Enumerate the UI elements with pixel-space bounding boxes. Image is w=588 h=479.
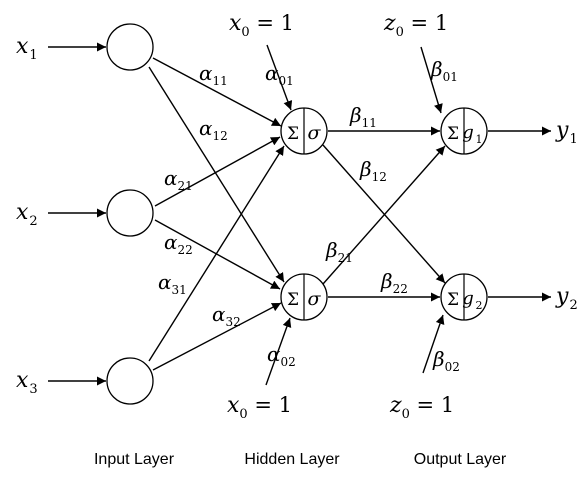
hidden-node-2-sum: Σ xyxy=(287,290,299,310)
input-node-3 xyxy=(106,357,154,405)
output-node-2: Σ g 2 xyxy=(440,273,488,321)
bias-edge-h2 xyxy=(265,317,292,386)
weight-label-alpha-21: α21 xyxy=(164,166,193,193)
output-node-1-sum: Σ xyxy=(447,124,459,144)
weight-label-alpha-11: α11 xyxy=(199,61,228,88)
input-label-x2: x2 xyxy=(16,200,38,229)
output-node-1: Σ g 1 xyxy=(440,107,488,155)
output-node-1-activation-sub: 1 xyxy=(476,133,483,146)
hidden-node-1-activation: σ xyxy=(308,122,322,144)
edge-x2-h1 xyxy=(154,136,281,207)
edge-x1-h2 xyxy=(148,66,285,283)
output-label-y2: y2 xyxy=(555,284,578,313)
hidden-node-1: Σ σ xyxy=(280,107,328,155)
edge-h2-o1 xyxy=(322,145,446,285)
hidden-node-1-sum: Σ xyxy=(287,124,299,144)
hidden-layer-caption: Hidden Layer xyxy=(244,451,340,468)
output-node-2-sum: Σ xyxy=(447,290,459,310)
weight-label-beta-12: β12 xyxy=(359,157,387,184)
edge-x1-h1 xyxy=(152,57,282,127)
weight-label-beta-02: β02 xyxy=(432,347,460,374)
input-label-x1: x1 xyxy=(16,34,38,63)
weight-label-alpha-02: α02 xyxy=(267,342,296,369)
bias-edge-h1 xyxy=(266,44,293,111)
output-layer-caption: Output Layer xyxy=(414,451,507,468)
input-node-1 xyxy=(106,23,154,71)
bias-label-output-bottom: z0 = 1 xyxy=(389,393,454,422)
hidden-node-2-activation: σ xyxy=(308,288,322,310)
edge-x3-h2 xyxy=(152,302,282,371)
weight-label-beta-11: β11 xyxy=(349,103,377,130)
weight-label-alpha-01: α01 xyxy=(265,61,294,88)
weight-label-beta-01: β01 xyxy=(430,57,458,84)
edge-x3-h1 xyxy=(148,145,285,362)
output-label-y1: y1 xyxy=(555,118,578,147)
bias-edge-o2 xyxy=(422,314,445,374)
weight-label-alpha-22: α22 xyxy=(164,230,193,257)
weight-label-alpha-32: α32 xyxy=(212,302,241,329)
edges xyxy=(48,42,551,386)
input-layer-nodes xyxy=(106,23,154,405)
weight-label-beta-22: β22 xyxy=(380,269,408,296)
bias-edge-o1 xyxy=(420,46,443,114)
input-label-x3: x3 xyxy=(16,368,38,397)
weight-label-beta-21: β21 xyxy=(325,238,353,265)
input-node-2 xyxy=(106,189,154,237)
weight-label-alpha-12: α12 xyxy=(199,116,228,143)
output-node-2-activation-sub: 2 xyxy=(476,299,483,312)
hidden-node-2: Σ σ xyxy=(280,273,328,321)
input-layer-caption: Input Layer xyxy=(94,451,175,468)
output-node-2-activation: g xyxy=(462,288,474,309)
bias-label-output-top: z0 = 1 xyxy=(383,11,448,40)
output-node-1-activation: g xyxy=(462,122,474,143)
edge-x2-h2 xyxy=(154,219,281,290)
bias-label-hidden-top: x0 = 1 xyxy=(229,11,294,40)
weight-label-alpha-31: α31 xyxy=(158,270,187,297)
bias-label-hidden-bottom: x0 = 1 xyxy=(227,393,292,422)
